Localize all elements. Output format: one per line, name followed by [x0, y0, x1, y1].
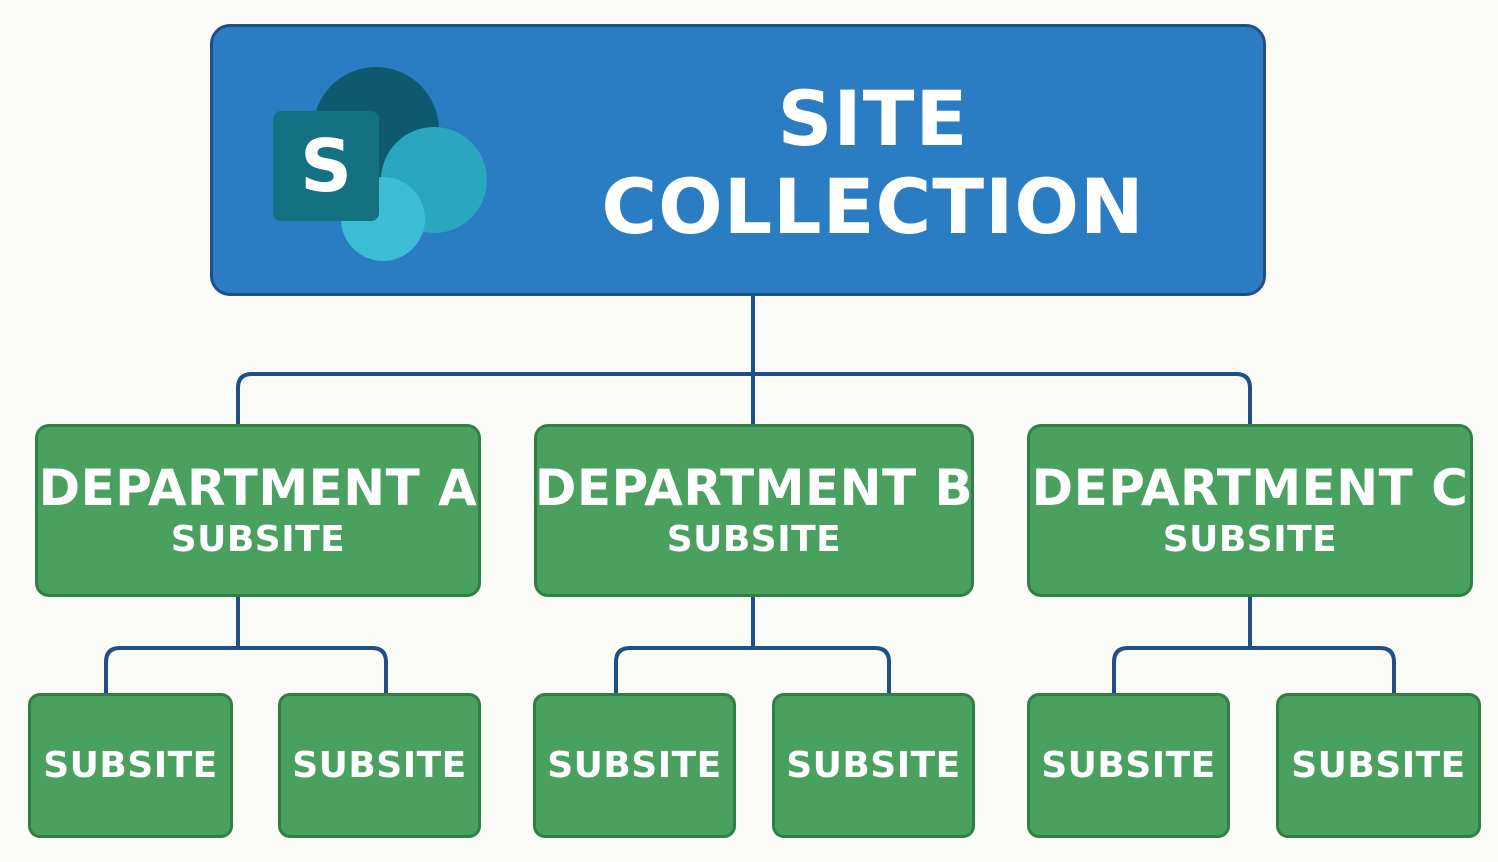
department-type: SUBSITE	[170, 518, 346, 560]
connector-c-children	[1112, 646, 1396, 693]
connector-dept-c	[753, 372, 1252, 424]
subsite-label: SUBSITE	[43, 745, 218, 786]
title-line-1: SITE	[777, 74, 969, 163]
department-a-node: DEPARTMENT A SUBSITE	[35, 424, 481, 597]
department-name: DEPARTMENT B	[534, 458, 974, 517]
subsite-label: SUBSITE	[292, 745, 467, 786]
site-collection-title: SITE COLLECTION	[553, 75, 1193, 251]
subsite-label: SUBSITE	[1041, 745, 1216, 786]
connector-dept-a	[236, 372, 753, 424]
subsite-label: SUBSITE	[547, 745, 722, 786]
department-b-node: DEPARTMENT B SUBSITE	[534, 424, 974, 597]
subsite-c2-node: SUBSITE	[1276, 693, 1481, 838]
subsite-label: SUBSITE	[1291, 745, 1466, 786]
connector-b-children	[614, 646, 891, 693]
logo-letter: S	[273, 111, 379, 221]
subsite-b1-node: SUBSITE	[533, 693, 736, 838]
department-type: SUBSITE	[1162, 518, 1338, 560]
department-name: DEPARTMENT C	[1031, 458, 1469, 517]
subsite-a2-node: SUBSITE	[278, 693, 481, 838]
subsite-b2-node: SUBSITE	[772, 693, 975, 838]
department-name: DEPARTMENT A	[38, 458, 478, 517]
sharepoint-logo-icon: S	[265, 61, 495, 271]
department-c-node: DEPARTMENT C SUBSITE	[1027, 424, 1473, 597]
department-type: SUBSITE	[666, 518, 842, 560]
title-line-2: COLLECTION	[601, 162, 1145, 251]
subsite-label: SUBSITE	[786, 745, 961, 786]
connector-a-children	[104, 646, 388, 693]
site-collection-node: S SITE COLLECTION	[210, 24, 1266, 296]
subsite-a1-node: SUBSITE	[28, 693, 233, 838]
subsite-c1-node: SUBSITE	[1027, 693, 1230, 838]
